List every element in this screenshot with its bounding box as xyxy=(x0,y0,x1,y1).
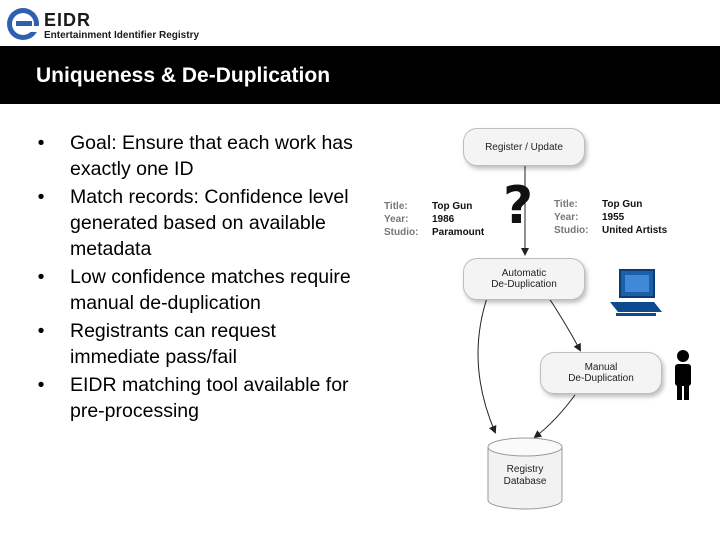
bullet-item: • Low confidence matches require manual d… xyxy=(34,264,364,316)
automatic-dedup-label-line1: Automatic xyxy=(501,268,547,279)
record-left-studio: Paramount xyxy=(432,227,485,238)
record-right-title: Top Gun xyxy=(602,199,643,210)
record-right-title-label: Title: xyxy=(554,199,578,210)
record-left-title: Top Gun xyxy=(432,201,473,212)
question-mark-icon: ? xyxy=(503,176,534,236)
record-right-year: 1955 xyxy=(602,212,625,223)
record-right-studio: United Artists xyxy=(602,225,668,236)
manual-dedup-label-line2: De-Duplication xyxy=(568,373,634,384)
bullet-dot: • xyxy=(37,266,45,288)
automatic-dedup-label-line2: De-Duplication xyxy=(491,279,557,290)
person-icon xyxy=(675,350,691,400)
record-left-title-label: Title: xyxy=(384,201,408,212)
manual-dedup-label-line1: Manual xyxy=(584,362,618,373)
title-bar: Uniqueness & De-Duplication xyxy=(0,46,720,104)
bullet-list: • Goal: Ensure that each work has exactly… xyxy=(34,130,364,426)
diagram-connectors xyxy=(477,164,691,510)
arrow-automatic-to-manual xyxy=(544,291,581,352)
database-label-line2: Database xyxy=(503,476,547,487)
bullet-item: • Registrants can request immediate pass/… xyxy=(34,318,364,370)
arrow-manual-to-database xyxy=(533,394,576,439)
bullet-text: Goal: Ensure that each work has exactly … xyxy=(70,132,353,180)
bullet-dot: • xyxy=(37,320,45,342)
record-right-year-label: Year: xyxy=(554,212,579,223)
eidr-e-logo-icon xyxy=(7,8,40,40)
slide-title: Uniqueness & De-Duplication xyxy=(36,64,331,87)
record-left: Title: Top Gun Year: 1986 Studio: Paramount xyxy=(384,200,484,239)
registry-database-label: Registry Database xyxy=(488,464,562,488)
computer-icon xyxy=(610,269,662,316)
bullet-item: • Match records: Confidence level generat… xyxy=(34,184,364,262)
record-left-studio-label: Studio: xyxy=(384,227,419,238)
database-cylinder-icon xyxy=(487,437,563,510)
bullet-dot: • xyxy=(37,132,45,154)
record-left-year-label: Year: xyxy=(384,214,409,225)
arrow-automatic-to-database xyxy=(477,294,497,434)
bullet-item: • EIDR matching tool available for pre-pr… xyxy=(34,372,364,424)
bullet-text: Registrants can request immediate pass/f… xyxy=(70,320,276,368)
automatic-dedup-box: Automatic De-Duplication xyxy=(463,258,585,300)
bullet-dot: • xyxy=(37,374,45,396)
record-right-studio-label: Studio: xyxy=(554,225,589,236)
eidr-logo: EIDR Entertainment Identifier Registry xyxy=(6,4,216,44)
bullet-text: Match records: Confidence level generate… xyxy=(70,186,349,260)
logo-wordmark: EIDR xyxy=(44,10,92,30)
deduplication-diagram: Register / Update Automatic De-Duplicati… xyxy=(370,112,720,532)
database-label-line1: Registry xyxy=(506,464,544,475)
bullet-dot: • xyxy=(37,186,45,208)
manual-dedup-box: Manual De-Duplication xyxy=(540,352,662,394)
register-update-box: Register / Update xyxy=(463,128,585,166)
record-left-year: 1986 xyxy=(432,214,455,225)
bullet-text: EIDR matching tool available for pre-pro… xyxy=(70,374,349,422)
bullet-item: • Goal: Ensure that each work has exactly… xyxy=(34,130,364,182)
logo-tagline: Entertainment Identifier Registry xyxy=(44,30,200,41)
bullet-text: Low confidence matches require manual de… xyxy=(70,266,351,314)
register-update-label: Register / Update xyxy=(485,141,563,153)
record-right: Title: Top Gun Year: 1955 Studio: United Ar… xyxy=(554,198,667,237)
